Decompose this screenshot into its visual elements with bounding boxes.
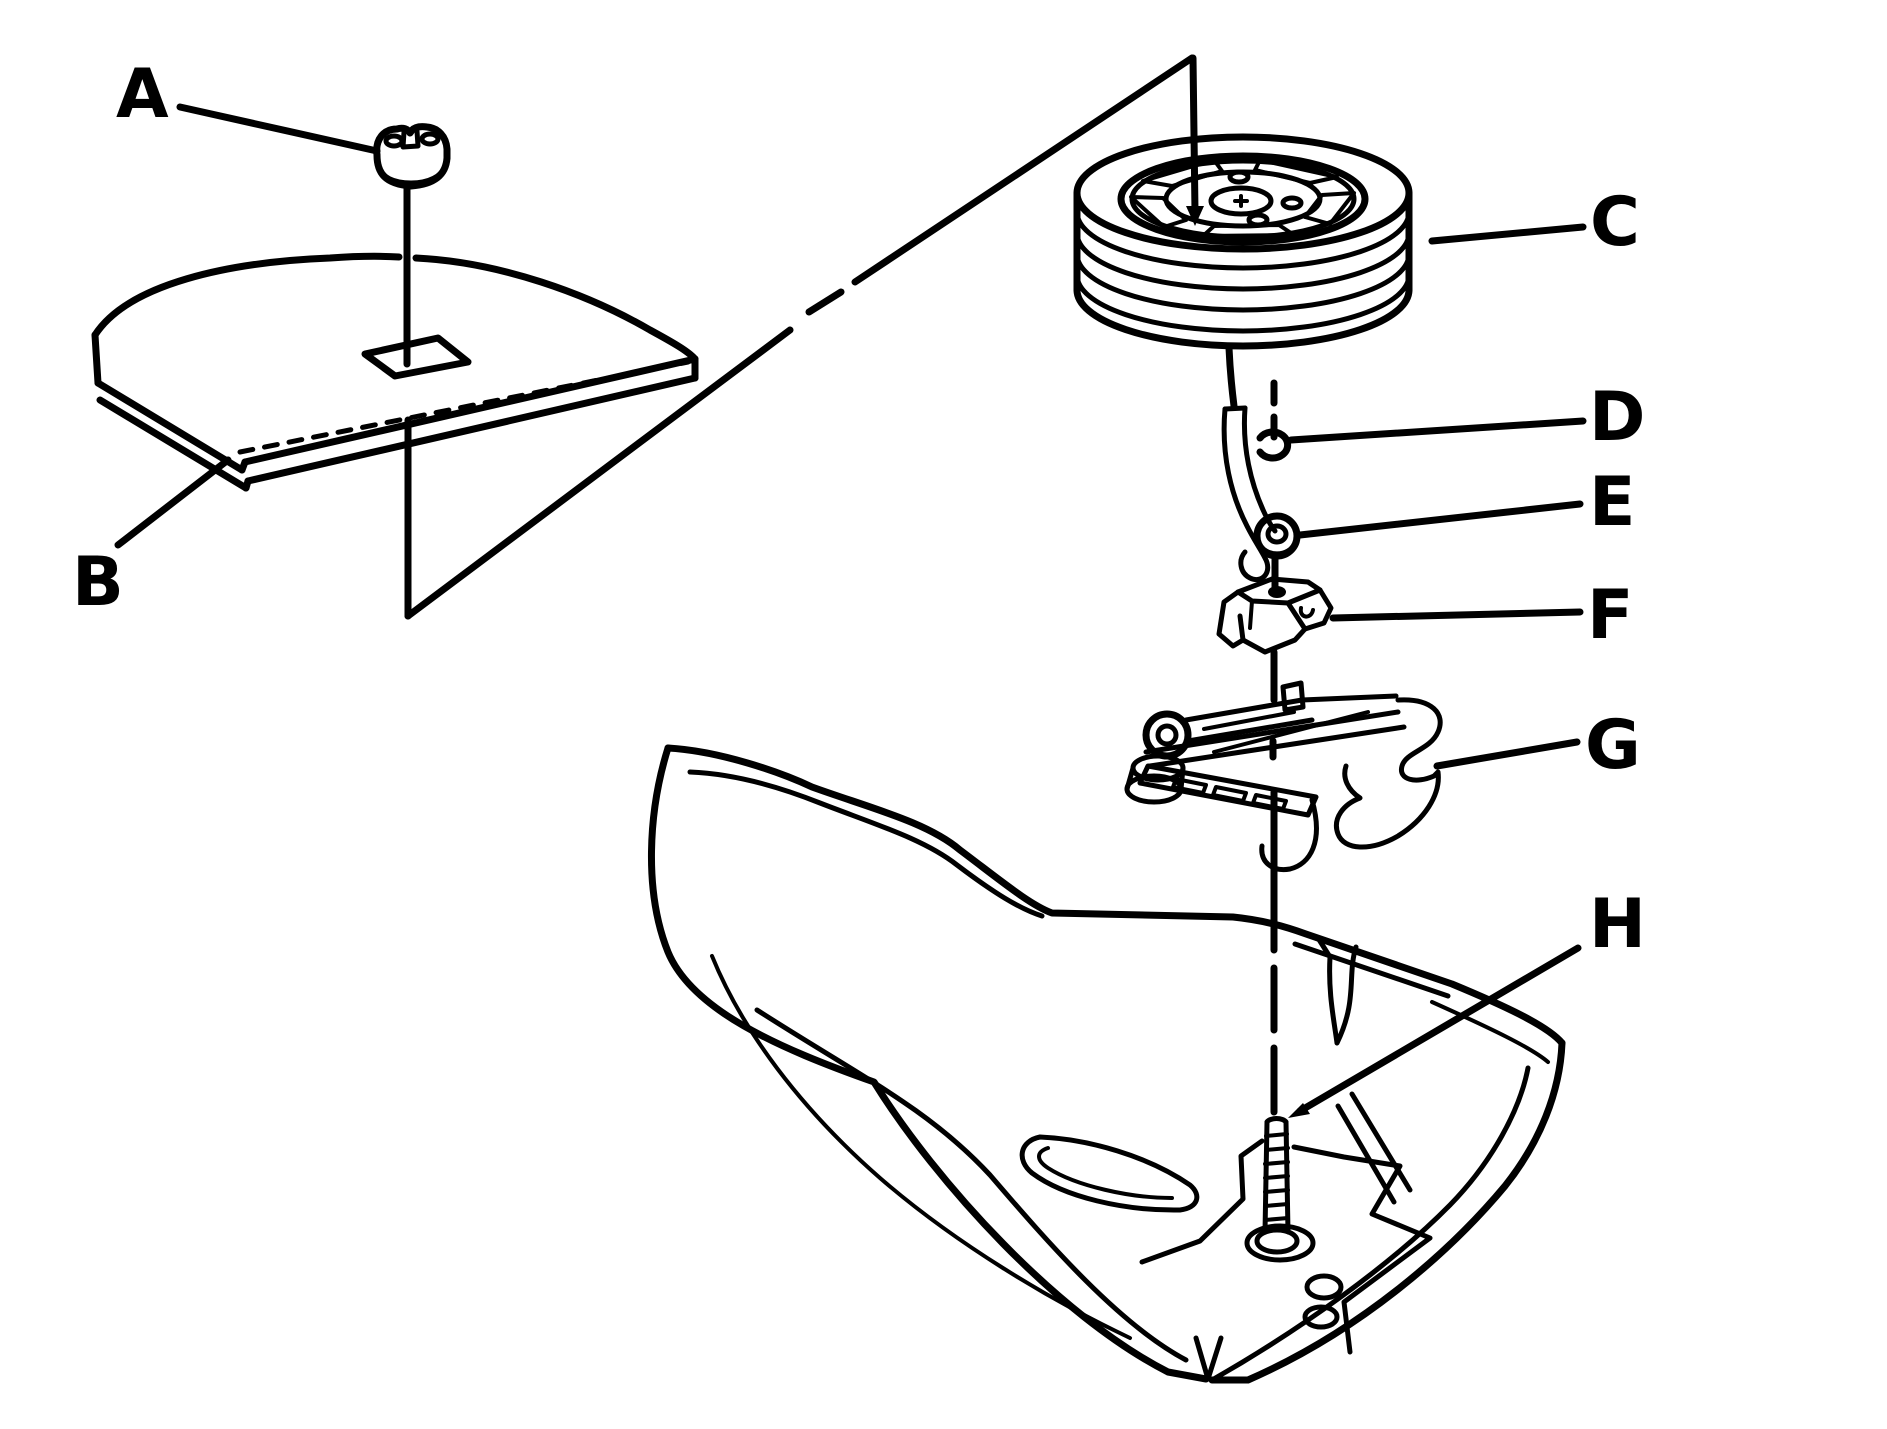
spare-tire-well [647,744,1566,1384]
cover-board [91,252,699,492]
floor-ridge-left [1139,1138,1265,1265]
down-arrowhead-icon [1186,206,1204,226]
part-label-h: H [1589,885,1646,964]
part-labels: A B C D E F G H [72,55,1646,964]
jack-saddle [1334,697,1443,850]
rim-fold [1315,935,1359,1046]
leader-e [1296,500,1584,539]
floor-hole [1304,1273,1344,1301]
anchor-stud [1244,1116,1316,1263]
part-label-d: D [1589,378,1645,457]
leader-c [1428,223,1587,245]
leader-f [1329,608,1584,622]
leader-d [1287,417,1587,444]
spare-tire [1073,133,1587,350]
retainer-bracket [1216,576,1334,655]
leader-g [1433,738,1581,770]
retainer-hook [1256,428,1292,462]
part-label-b: B [72,543,124,622]
rod-slot [361,334,472,380]
wheel-face [1117,152,1369,246]
anchor-stud-group [1244,788,1582,1263]
part-label-f: F [1587,576,1633,655]
hook-and-retainer-group [1216,344,1587,655]
part-label-c: C [1590,183,1640,262]
rod-below-tire [1225,344,1238,410]
spacer-grommet [1253,512,1301,560]
leader-h-arrowhead-icon [1288,1103,1310,1118]
part-label-g: G [1585,706,1641,785]
leader-b [114,456,232,549]
jack-assembly [1124,648,1581,873]
floor-ridge-right [1291,1144,1433,1355]
leader-a [176,103,381,155]
jack-base-rail [1137,763,1319,818]
locator-lines [404,54,1204,620]
stitch-line [237,359,691,455]
floor-hole [1302,1304,1340,1330]
cover-panel-group [91,103,699,620]
floor-pocket [1019,1134,1200,1213]
wing-nut [373,123,451,190]
part-label-e: E [1589,463,1635,542]
part-label-a: A [116,55,169,134]
leader-h [1296,944,1582,1115]
jack-flag-tab [1280,680,1306,713]
